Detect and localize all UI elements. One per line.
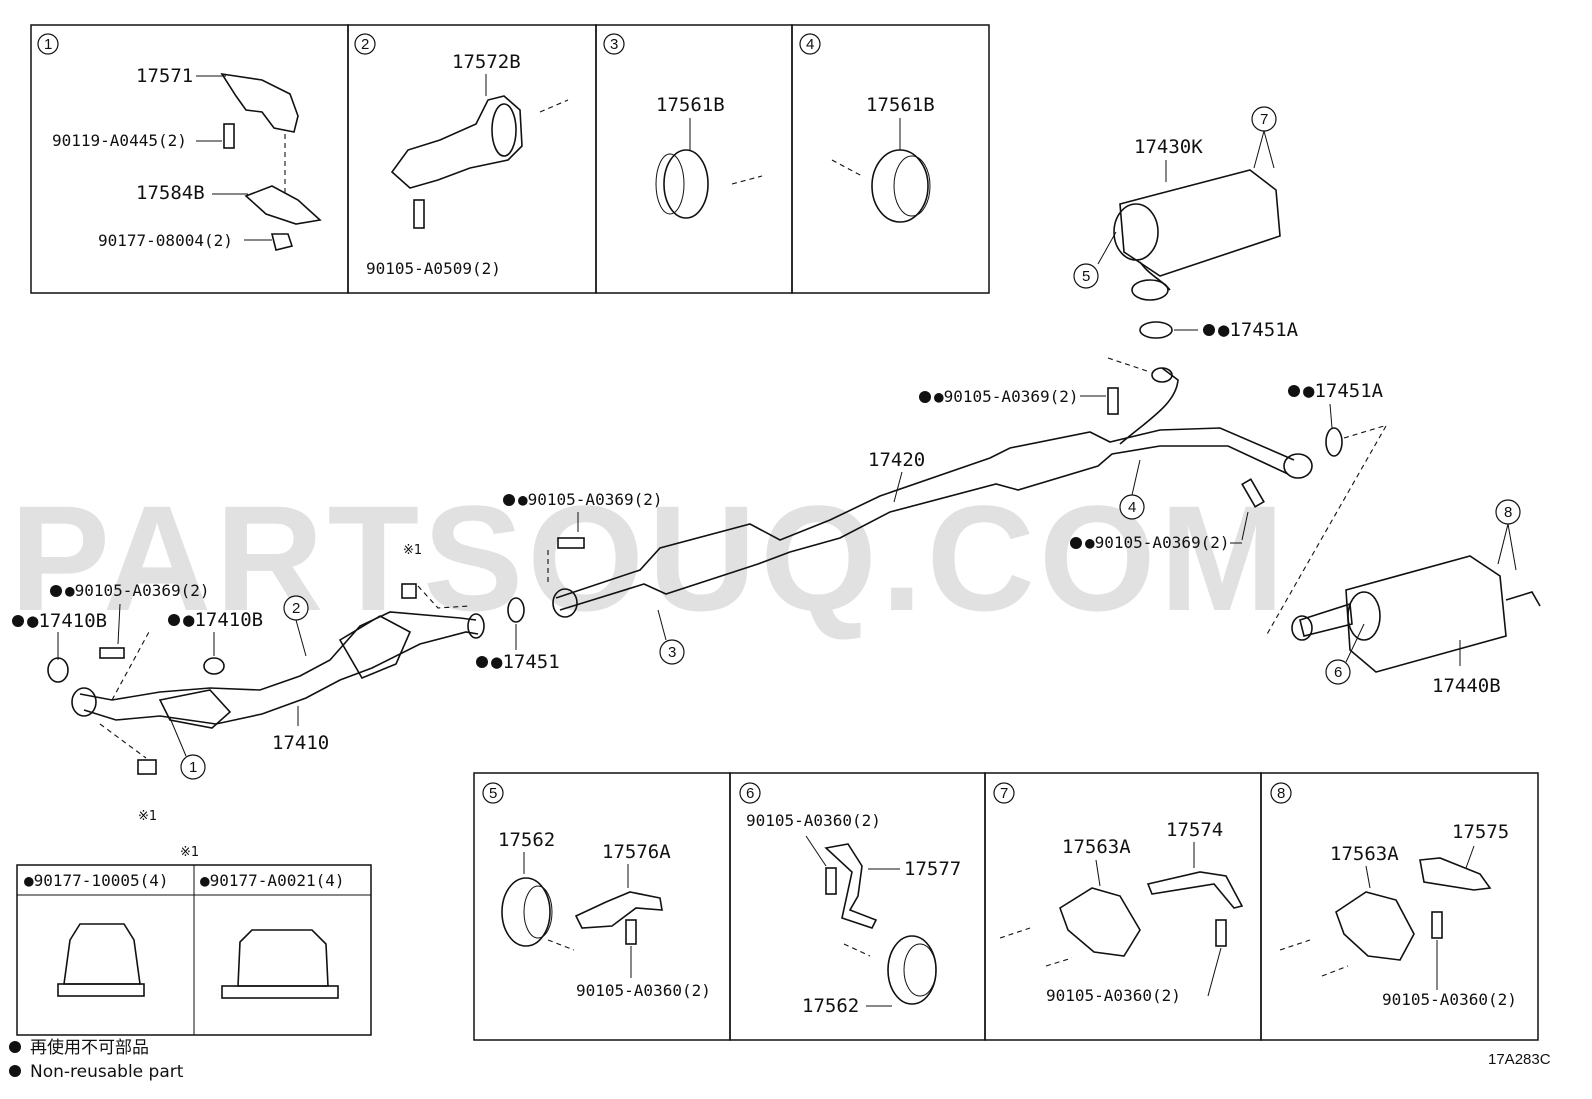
detail-box-4: 4 17561B [791, 24, 990, 294]
label-90105-A0509: 90105-A0509(2) [366, 259, 501, 278]
bolt-90105-left: ●90105-A0369(2) [50, 581, 210, 659]
front-pipe-17410: 17410 2 1 ※1 ※1 [71, 543, 485, 824]
label-17561B: 17561B [866, 94, 935, 116]
label-17563A: 17563A [1062, 836, 1131, 858]
label-17577: 17577 [904, 858, 961, 880]
svg-text:7: 7 [1000, 785, 1008, 802]
nut-box-header: ※1 [180, 845, 199, 860]
svg-text:3: 3 [668, 644, 676, 661]
svg-text:2: 2 [292, 600, 300, 617]
legend: 再使用不可部品 Non-reusable part [9, 1037, 184, 1082]
detail-box-8: 8 17563A 17575 90105-A0360(2) [1260, 772, 1539, 1041]
label-17563A: 17563A [1330, 843, 1399, 865]
gasket-17410B-left: ●17410B [12, 610, 107, 683]
gasket-17451: ●17451 [476, 597, 560, 673]
nut-label-left: ●90177-10005(4) [24, 871, 169, 890]
bolt-icon [223, 123, 235, 149]
svg-text:5: 5 [489, 785, 497, 802]
center-pipe-17420: 17420 4 3 [552, 357, 1313, 665]
label-90105-A0369: ●90105-A0369(2) [518, 490, 663, 509]
detail-box-1: 1 17571 90119-A0445(2) 17584B 90177-0800… [30, 24, 349, 294]
detail-box-3: 3 17561B [595, 24, 793, 294]
bracket-17572B [390, 95, 523, 189]
label-17584B: 17584B [136, 182, 205, 204]
bolt-90105-top: ●90105-A0369(2) [919, 387, 1119, 415]
muffler-17430K: 17430K 5 7 [1073, 106, 1281, 301]
svg-text:6: 6 [746, 785, 754, 802]
gasket-17410B-right: ●17410B [168, 609, 263, 675]
diagram-ref: 17A283C [1488, 1051, 1551, 1068]
svg-text:3: 3 [610, 36, 618, 53]
legend-text-jp: 再使用不可部品 [30, 1037, 149, 1058]
detail-box-6: 6 90105-A0360(2) 17577 17562 [729, 772, 986, 1041]
label-17430K: 17430K [1134, 136, 1203, 158]
label-17571: 17571 [136, 65, 193, 87]
label-17562: 17562 [802, 995, 859, 1017]
label-17576A: 17576A [602, 841, 671, 863]
nut-icon [237, 929, 329, 987]
label-17451A: ●17451A [1303, 380, 1384, 402]
hanger-rubber-17561B [663, 149, 709, 219]
svg-text:1: 1 [189, 759, 197, 776]
label-17410B: ●17410B [183, 609, 263, 631]
legend-text-en: Non-reusable part [30, 1062, 184, 1082]
bolt-90105-mid: ●90105-A0369(2) [503, 490, 663, 584]
label-17420: 17420 [868, 449, 925, 471]
watermark: PARTSOUQ.COM [10, 474, 1289, 642]
label-90105-A0369: ●90105-A0369(2) [65, 581, 210, 600]
label-17562: 17562 [498, 829, 555, 851]
label-90105-A0369: ●90105-A0369(2) [934, 387, 1079, 406]
label-17572B: 17572B [452, 51, 521, 73]
label-17440B: 17440B [1432, 675, 1501, 697]
detail-box-7: 7 17563A 17574 90105-A0360(2) [984, 772, 1262, 1041]
note-mark: ※1 [138, 809, 157, 824]
svg-text:7: 7 [1260, 111, 1268, 128]
note-mark: ※1 [403, 543, 422, 558]
label-90177-08004: 90177-08004(2) [98, 231, 233, 250]
label-90105-A0360: 90105-A0360(2) [1382, 990, 1517, 1009]
svg-text:2: 2 [361, 36, 369, 53]
bolt-90105-right: ●90105-A0369(2) [1070, 478, 1265, 552]
detail-box-2: 2 17572B 90105-A0509(2) [347, 24, 597, 294]
nut-label-right: ●90177-A0021(4) [200, 871, 345, 890]
label-90119-A0445: 90119-A0445(2) [52, 131, 187, 150]
svg-text:8: 8 [1277, 785, 1285, 802]
hanger-rubber-17561B [871, 149, 929, 223]
bolt-icon [413, 199, 425, 229]
label-90105-A0360: 90105-A0360(2) [576, 981, 711, 1000]
label-17410B: ●17410B [27, 610, 107, 632]
bracket-17584B [244, 185, 322, 225]
gasket-17451A-right: ●17451A [1288, 380, 1384, 457]
label-90105-A0360: 90105-A0360(2) [1046, 986, 1181, 1005]
nut-icon [270, 233, 294, 251]
label-90105-A0360: 90105-A0360(2) [746, 811, 881, 830]
label-17574: 17574 [1166, 819, 1223, 841]
label-17451A: ●17451A [1218, 319, 1299, 341]
svg-text:6: 6 [1334, 664, 1342, 681]
label-17451: ●17451 [491, 651, 560, 673]
svg-text:5: 5 [1082, 268, 1090, 285]
nut-box: ※1 ●90177-10005(4) ●90177-A0021(4) [16, 845, 372, 1036]
svg-text:8: 8 [1504, 504, 1512, 521]
nut-icon [63, 923, 141, 985]
label-17561B: 17561B [656, 94, 725, 116]
svg-text:1: 1 [44, 36, 52, 53]
label-90105-A0369: ●90105-A0369(2) [1085, 533, 1230, 552]
muffler-17440B: 17440B 6 8 [1265, 425, 1541, 697]
bracket-17571 [220, 72, 299, 133]
label-17410: 17410 [272, 732, 329, 754]
detail-box-5: 5 17562 17576A 90105-A0360(2) [473, 772, 731, 1041]
callout-circle [37, 33, 59, 55]
svg-text:4: 4 [1128, 499, 1136, 516]
label-17575: 17575 [1452, 821, 1509, 843]
gasket-17451A-top: ●17451A [1139, 319, 1299, 341]
svg-text:4: 4 [806, 36, 814, 53]
